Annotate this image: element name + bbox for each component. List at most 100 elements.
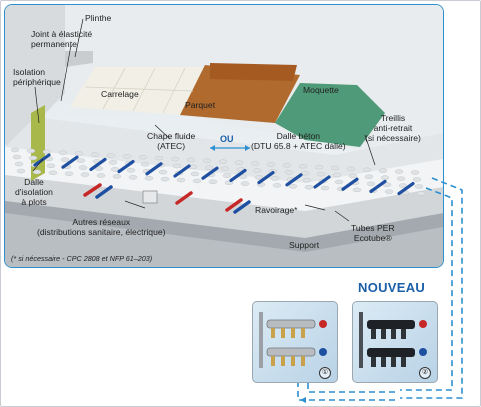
grey-duct	[142, 190, 158, 204]
insulation-plot	[320, 185, 330, 191]
insulation-plot	[204, 165, 214, 171]
label-moquette: Moquette	[303, 85, 339, 95]
insulation-plot	[254, 175, 264, 180]
nouveau-label: NOUVEAU	[358, 280, 426, 295]
insulation-plot	[300, 170, 310, 176]
insulation-plot	[78, 165, 88, 170]
photo-number-2: ②	[419, 367, 431, 379]
label-ravoirage: Ravoirage*	[255, 205, 298, 215]
support-edge	[5, 200, 443, 252]
label-plinthe: Plinthe	[85, 13, 112, 23]
insulation-plot	[332, 172, 342, 178]
red-pipe	[83, 183, 102, 197]
insulation-plot	[14, 161, 24, 167]
insulation-plot	[90, 152, 100, 157]
per-tube-segment	[61, 155, 79, 169]
support-slab	[5, 210, 443, 267]
collector-2-drawing	[359, 312, 427, 368]
per-tube-segment	[257, 171, 275, 185]
insulation-plot	[334, 179, 344, 185]
insulation-plot	[378, 168, 388, 173]
insulation-plot	[170, 156, 180, 162]
insulation-plot	[128, 175, 138, 180]
insulation-plot	[234, 160, 244, 165]
red-pipe	[175, 191, 193, 205]
insulation-plot	[126, 168, 136, 173]
insulation-plots	[10, 147, 426, 196]
insulation-plot	[222, 173, 232, 178]
parquet-plank	[210, 63, 297, 81]
floor-section-diagram: Plinthe Joint à élasticité permanente Is…	[4, 4, 444, 268]
collector-photo-2: ②	[352, 301, 438, 383]
per-tube-segment	[369, 179, 387, 193]
per-tube-segment	[397, 182, 415, 196]
left-wall	[5, 5, 65, 155]
insulation-plot	[270, 176, 280, 181]
insulation-plot	[110, 167, 120, 172]
insulation-plot	[410, 170, 420, 175]
floor-section-drawing	[5, 5, 443, 267]
label-isolation: Isolation périphérique	[13, 67, 61, 87]
insulation-plot	[380, 175, 390, 180]
insulation-plot	[158, 169, 168, 175]
per-tube-segment	[285, 173, 303, 187]
label-support: Support	[289, 240, 320, 250]
insulation-plot	[76, 158, 86, 163]
insulation-plot	[144, 175, 154, 181]
label-treillis: Treillis anti-retrait (si nécessaire)	[365, 113, 421, 143]
blue-pipe	[95, 185, 113, 199]
insulation-plot	[348, 173, 358, 179]
insulation-plot	[272, 183, 282, 188]
per-tube-segment	[313, 175, 331, 189]
insulation-plot	[250, 161, 260, 166]
insulation-plot	[240, 181, 250, 186]
insulation-plot	[304, 184, 314, 190]
per-tube-segment	[229, 168, 247, 182]
moquette-area	[275, 83, 385, 147]
insulation-plot	[284, 170, 294, 175]
insulation-plot	[26, 148, 36, 154]
insulation-plot	[398, 183, 408, 188]
insulation-plot	[60, 157, 70, 162]
insulation-plot	[106, 153, 116, 158]
label-chape: Chape fluide (ATEC)	[147, 131, 196, 151]
insulation-plot	[160, 176, 170, 182]
plinthe-strip	[65, 51, 93, 67]
insulation-plot	[176, 177, 186, 183]
red-pipe	[225, 198, 243, 212]
insulation-plot	[108, 160, 118, 165]
collector-photo-1: ①	[252, 301, 338, 383]
per-tubes	[33, 153, 415, 196]
insulation-plot	[316, 171, 326, 177]
ou-arrow-left	[210, 145, 215, 151]
insulation-plot	[48, 170, 58, 176]
insulation-plot	[186, 157, 196, 163]
insulation-plot	[46, 163, 56, 169]
insulation-plot	[32, 169, 42, 175]
insulation-plot	[16, 168, 26, 174]
label-dalle-beton: Dalle béton (DTU 65.8 + ATEC dalle)	[251, 131, 346, 151]
per-tube-segment	[341, 177, 359, 191]
insulation-plot	[112, 174, 122, 179]
insulation-plot	[266, 162, 276, 167]
insulation-plot	[208, 179, 218, 185]
per-tube-segment	[145, 162, 163, 176]
per-tube-segment	[201, 166, 219, 180]
blue-pipe	[233, 200, 251, 214]
leader-lines	[32, 18, 376, 222]
insulation-plot	[218, 159, 228, 164]
per-tube-segment	[117, 160, 135, 174]
insulation-plot	[416, 191, 426, 196]
label-carrelage: Carrelage	[101, 89, 139, 99]
footnote: (* si nécessaire - CPC 2808 et NFP 61–20…	[11, 254, 153, 263]
insulation-plot	[288, 184, 298, 189]
insulation-plot	[138, 154, 148, 160]
photo-number-1: ①	[319, 367, 331, 379]
insulation-plot	[394, 169, 404, 174]
label-tubes: Tubes PER Ecotube®	[351, 223, 395, 243]
insulation-plot	[352, 187, 362, 193]
collector-1-drawing	[259, 312, 327, 368]
insulation-plot	[12, 154, 22, 160]
insulation-plot	[396, 176, 406, 181]
insulation-plot	[10, 147, 20, 153]
